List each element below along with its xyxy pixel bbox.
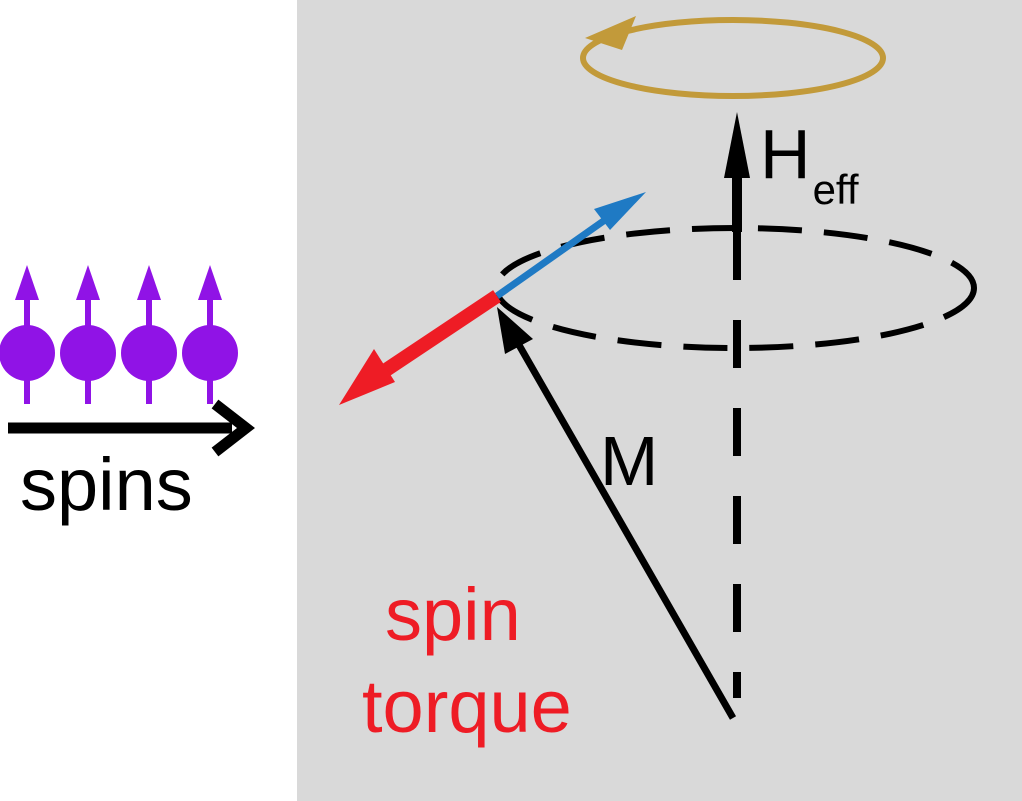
spin-up-particle-icon xyxy=(182,265,238,404)
spin-torque-arrow xyxy=(339,290,501,405)
spin-up-particle-icon xyxy=(60,265,116,404)
damping-arrow xyxy=(494,192,646,299)
current-arrow xyxy=(8,399,255,457)
effective-field-arrow xyxy=(724,112,750,232)
spin-particles xyxy=(0,265,238,404)
torque-label-line1: spin xyxy=(385,573,521,656)
circular-arrow-icon xyxy=(580,16,886,99)
spin-up-particle-icon xyxy=(0,265,55,404)
field-subscript-text: eff xyxy=(813,166,859,213)
effective-field-label: Heff xyxy=(760,115,859,213)
magnetization-label: M xyxy=(600,422,658,500)
field-main-text: H xyxy=(760,115,811,193)
spins-label: spins xyxy=(20,443,193,526)
torque-label-line2: torque xyxy=(362,665,572,748)
material-panel xyxy=(297,0,1022,801)
spin-up-particle-icon xyxy=(121,265,177,404)
magnetization-arrow xyxy=(497,307,737,720)
